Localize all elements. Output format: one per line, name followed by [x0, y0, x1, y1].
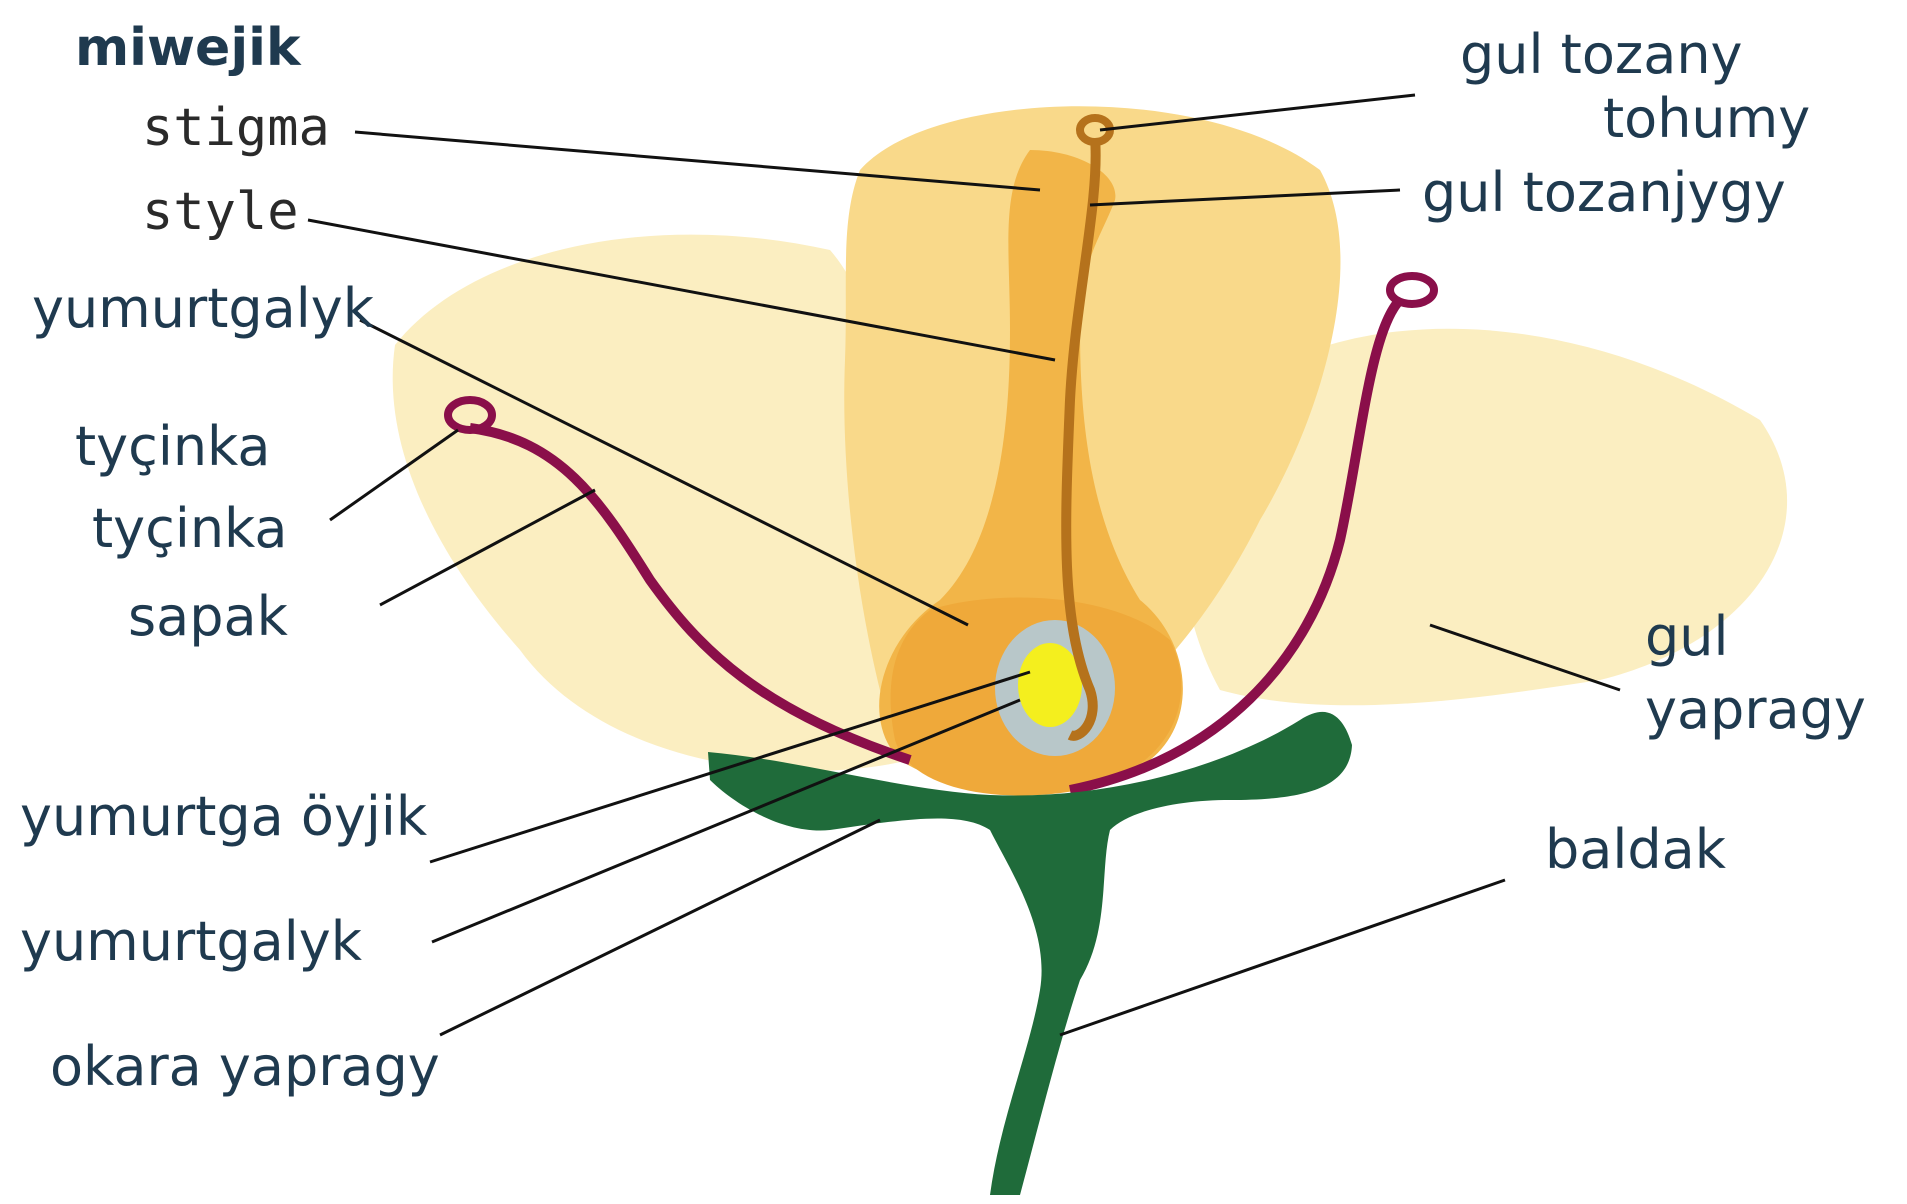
label-gul-tozany: gul tozany [1460, 28, 1743, 82]
label-tycinka-2: tyçinka [92, 502, 287, 556]
label-yumurtgalyk-top: yumurtgalyk [32, 282, 374, 336]
label-stigma: stigma [142, 102, 330, 154]
label-tycinka-1: tyçinka [75, 420, 270, 474]
label-yumurtga-oyjik: yumurtga öyjik [20, 790, 427, 844]
label-yapragy: yapragy [1645, 683, 1866, 737]
label-okara-yapragy: okara yapragy [50, 1040, 440, 1094]
label-baldak: baldak [1545, 823, 1726, 877]
label-gul: gul [1645, 610, 1729, 664]
diagram-title: miwejik [75, 22, 301, 74]
leader-baldak [1060, 880, 1505, 1035]
right-anther [1390, 276, 1434, 304]
label-style: style [142, 186, 299, 238]
label-gul-tozanjygy: gul tozanjygy [1422, 166, 1786, 220]
label-tohumy: tohumy [1603, 92, 1810, 146]
left-petal [393, 235, 916, 771]
label-sapak: sapak [128, 590, 288, 644]
ovule-inner [1018, 643, 1082, 727]
label-yumurtgalyk-bottom: yumurtgalyk [20, 915, 362, 969]
leader-okara-yapragy [440, 820, 880, 1035]
